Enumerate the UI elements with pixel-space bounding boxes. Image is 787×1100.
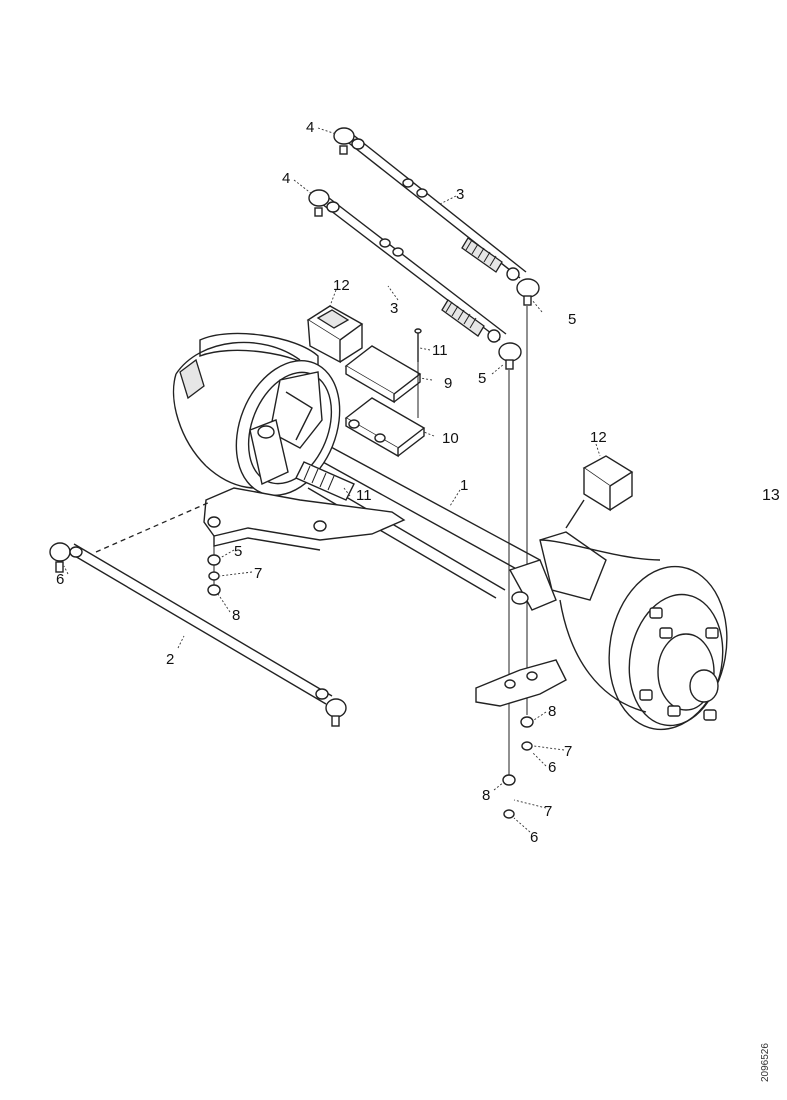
page-number: 13 xyxy=(762,487,780,504)
callout-7: 7 xyxy=(254,565,262,582)
callout-7: 7 xyxy=(564,743,572,760)
callout-8: 8 xyxy=(482,787,490,804)
upper-tie-rod-bellows xyxy=(461,237,503,273)
fastener-stack-left xyxy=(207,546,221,596)
callout-8: 8 xyxy=(232,607,240,624)
callout-5: 5 xyxy=(234,543,242,560)
figure-code: 2096526 xyxy=(760,1043,771,1082)
pad-9 xyxy=(344,345,422,404)
callout-7: 7 xyxy=(544,803,552,820)
callout-3: 3 xyxy=(456,186,464,203)
callout-6: 6 xyxy=(548,759,556,776)
callout-9: 9 xyxy=(444,375,452,392)
lower-tie-rod-bellows xyxy=(441,299,485,337)
fastener-stack-lower xyxy=(502,774,516,819)
callout-3: 3 xyxy=(390,300,398,317)
callout-4: 4 xyxy=(282,170,290,187)
callout-1: 1 xyxy=(460,477,468,494)
callout-12: 12 xyxy=(333,277,350,294)
left-brake-drum xyxy=(172,332,341,497)
callout-11: 11 xyxy=(356,487,372,504)
upper-tie-rod xyxy=(333,127,540,306)
mount-block-12-right xyxy=(565,455,634,529)
left-axle-seat xyxy=(203,461,406,551)
leader-lines xyxy=(63,127,601,833)
fastener-stack-right xyxy=(520,716,534,751)
callout-4: 4 xyxy=(306,119,314,136)
callout-10: 10 xyxy=(442,430,459,447)
track-rod xyxy=(49,542,347,727)
bolt-11 xyxy=(414,328,422,362)
callout-12: 12 xyxy=(590,429,607,446)
callout-5: 5 xyxy=(568,311,576,328)
callout-11: 11 xyxy=(432,342,448,359)
callout-5: 5 xyxy=(478,370,486,387)
right-axle-seat xyxy=(475,659,567,707)
callout-2: 2 xyxy=(166,651,174,668)
mount-block-12-left xyxy=(306,305,364,364)
track-rod-assembly-dash xyxy=(95,501,211,553)
callout-6: 6 xyxy=(530,829,538,846)
callout-6: 6 xyxy=(56,571,64,588)
lower-tie-rod xyxy=(308,189,522,370)
callouts: 4 4 3 3 5 5 12 11 9 10 12 1 11 5 7 8 6 2… xyxy=(56,119,607,846)
callout-8: 8 xyxy=(548,703,556,720)
right-brake-drum xyxy=(508,531,728,731)
pad-10 xyxy=(344,397,426,458)
